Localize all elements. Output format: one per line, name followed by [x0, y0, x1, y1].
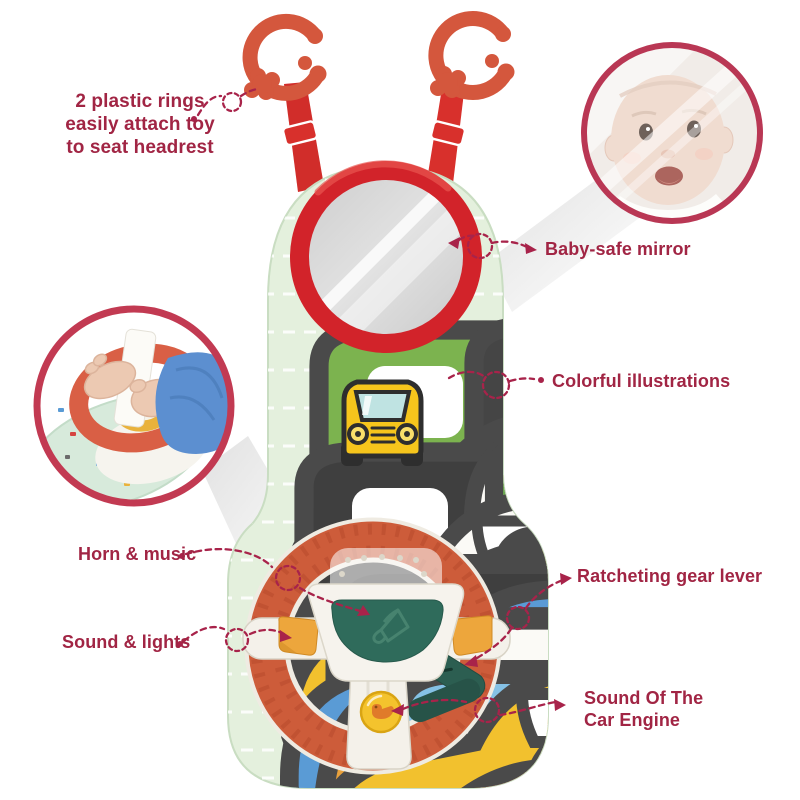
gear-annotation: Ratcheting gear lever: [577, 566, 763, 586]
connector-horn: [179, 547, 370, 616]
baby-inset-wedge: [486, 168, 650, 312]
connector-rings: [191, 87, 259, 122]
attachment-ring-right: [428, 11, 515, 100]
connector-illustrations: [447, 370, 544, 400]
connector-engine: [391, 696, 566, 724]
engine-annotation-line1: Sound Of The: [584, 688, 704, 708]
duck-icon: [371, 704, 394, 719]
ring-clasp-left: [244, 68, 280, 100]
sound-lights-annotation: Sound & lights: [62, 632, 191, 652]
connector-gear: [464, 573, 572, 667]
engine-sound-button[interactable]: [359, 690, 403, 734]
strap-left: [281, 82, 324, 192]
central-car-illustration: [341, 379, 424, 466]
connector-mirror: [448, 232, 537, 260]
engine-annotation: Sound Of The Car Engine: [584, 688, 703, 732]
hands-inset: [33, 305, 235, 507]
baby-safe-mirror: [290, 160, 482, 353]
callout-connectors: [177, 87, 572, 724]
baby-inset-border: [581, 42, 763, 224]
baby-inset: [581, 42, 763, 224]
illustrations-annotation: Colorful illustrations: [552, 371, 731, 391]
rings-annotation: 2 plastic rings easily attach toy to sea…: [52, 90, 228, 160]
hands-inset-border: [33, 305, 235, 507]
horn-icon: [372, 608, 410, 644]
rings-annotation-line2: easily attach toy: [65, 114, 215, 136]
ring-clasp-right: [430, 66, 466, 98]
right-side-button[interactable]: [451, 615, 493, 656]
engine-annotation-line2: Car Engine: [584, 709, 681, 730]
horn-annotation: Horn & music: [78, 544, 197, 564]
rings-annotation-line1: 2 plastic rings: [75, 91, 205, 112]
rings-annotation-line3: to seat headrest: [66, 137, 214, 159]
connector-sound-lights: [177, 625, 292, 653]
steering-wheel: [242, 517, 511, 775]
attachment-ring-left: [242, 13, 327, 101]
strap-right: [426, 82, 467, 192]
mirror-annotation: Baby-safe mirror: [545, 239, 691, 259]
